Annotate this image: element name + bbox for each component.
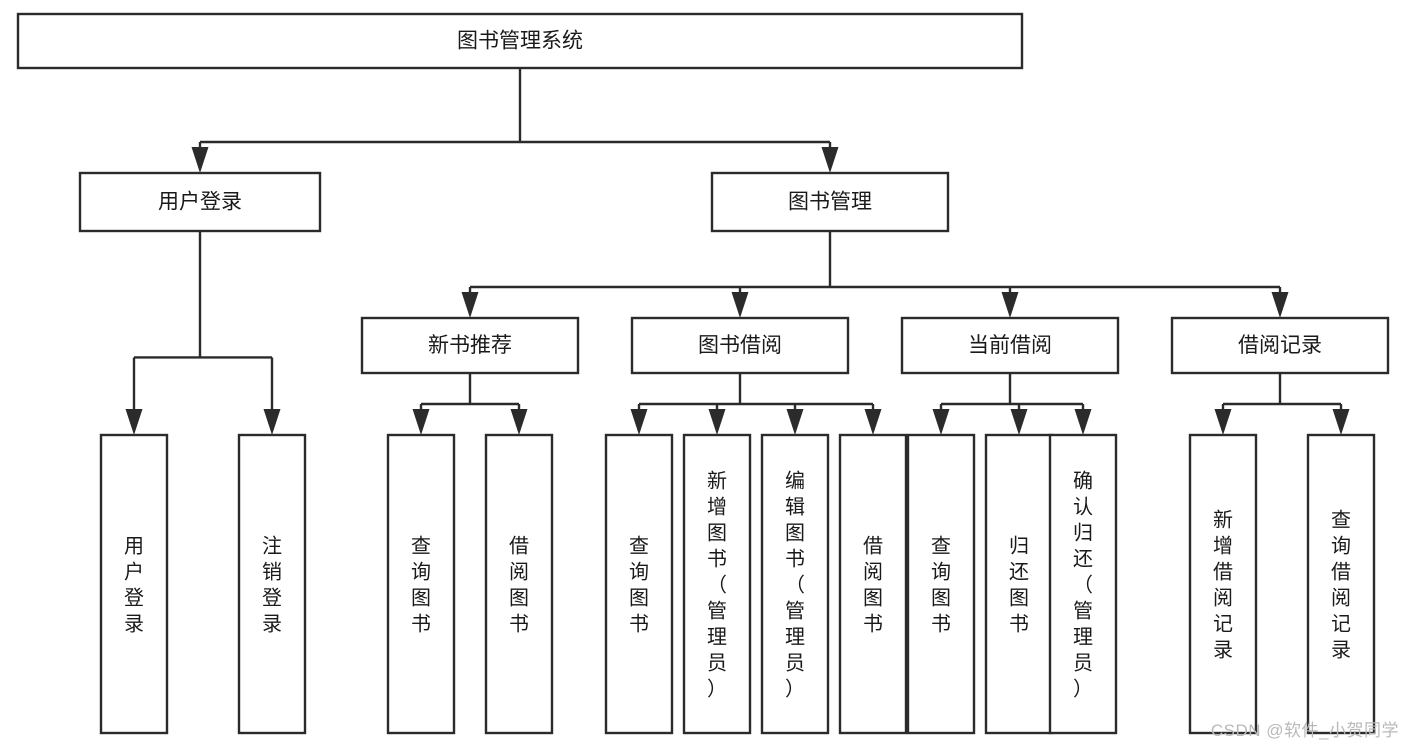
- node-label: 查询图书: [931, 534, 951, 635]
- connectors-layer: [125, 68, 1350, 435]
- arrow-head-icon: [1010, 409, 1028, 435]
- node-leaf-query-book-3[interactable]: 查询图书: [906, 433, 976, 735]
- node-leaf-return-book[interactable]: 归还图书: [984, 433, 1054, 735]
- node-leaf-edit-book[interactable]: 编辑图书（管理员）: [760, 433, 830, 735]
- node-label: 查询图书: [629, 534, 649, 635]
- arrow-head-icon: [1001, 292, 1019, 318]
- nodes-layer: 图书管理系统用户登录图书管理新书推荐图书借阅当前借阅借阅记录用户登录注销登录查询…: [16, 12, 1390, 735]
- node-leaf-logout[interactable]: 注销登录: [237, 433, 307, 735]
- node-label: 查询借阅记录: [1331, 508, 1351, 661]
- node-book-borrow[interactable]: 图书借阅: [630, 316, 850, 375]
- watermark-text: CSDN @软件_小贺同学: [1210, 721, 1399, 740]
- node-label: 借阅图书: [509, 534, 529, 635]
- node-label: 新增图书（管理员）: [707, 469, 727, 700]
- arrow-head-icon: [786, 409, 804, 435]
- node-label: 查询图书: [411, 534, 431, 635]
- node-leaf-query-book-1[interactable]: 查询图书: [386, 433, 456, 735]
- arrow-head-icon: [510, 409, 528, 435]
- node-label: 借阅图书: [863, 534, 883, 635]
- node-current-borrow[interactable]: 当前借阅: [900, 316, 1120, 375]
- node-label: 用户登录: [158, 191, 242, 214]
- node-book-management[interactable]: 图书管理: [710, 171, 950, 233]
- arrow-head-icon: [864, 409, 882, 435]
- node-leaf-confirm-return[interactable]: 确认归还（管理员）: [1048, 433, 1118, 735]
- arrow-head-icon: [412, 409, 430, 435]
- arrow-head-icon: [1271, 292, 1289, 318]
- node-label: 编辑图书（管理员）: [785, 469, 805, 700]
- arrow-head-icon: [821, 147, 839, 173]
- arrow-head-icon: [461, 292, 479, 318]
- arrow-head-icon: [708, 409, 726, 435]
- node-user-login[interactable]: 用户登录: [78, 171, 322, 233]
- node-leaf-borrow-book-1[interactable]: 借阅图书: [484, 433, 554, 735]
- node-label: 注销登录: [262, 534, 282, 635]
- node-borrow-record[interactable]: 借阅记录: [1170, 316, 1390, 375]
- node-root-book-management-system[interactable]: 图书管理系统: [16, 12, 1024, 70]
- arrow-head-icon: [263, 409, 281, 435]
- node-leaf-add-record[interactable]: 新增借阅记录: [1188, 433, 1258, 735]
- node-label: 图书管理系统: [457, 30, 583, 53]
- arrow-head-icon: [731, 292, 749, 318]
- node-label: 借阅记录: [1238, 334, 1322, 357]
- arrow-head-icon: [1332, 409, 1350, 435]
- node-leaf-add-book[interactable]: 新增图书（管理员）: [682, 433, 752, 735]
- node-label: 图书借阅: [698, 334, 782, 357]
- node-label: 图书管理: [788, 191, 872, 214]
- node-label: 用户登录: [124, 535, 144, 635]
- arrow-head-icon: [1074, 409, 1092, 435]
- node-leaf-borrow-book-2[interactable]: 借阅图书: [838, 433, 908, 735]
- node-label: 当前借阅: [968, 334, 1052, 357]
- node-new-book-recommendation[interactable]: 新书推荐: [360, 316, 580, 375]
- node-leaf-query-book-2[interactable]: 查询图书: [604, 433, 674, 735]
- node-label: 确认归还（管理员）: [1073, 469, 1093, 700]
- node-label: 新书推荐: [428, 334, 512, 357]
- arrow-head-icon: [191, 147, 209, 173]
- arrow-head-icon: [1214, 409, 1232, 435]
- node-leaf-user-login[interactable]: 用户登录: [99, 433, 169, 735]
- arrow-head-icon: [125, 409, 143, 435]
- arrow-head-icon: [630, 409, 648, 435]
- node-leaf-query-record[interactable]: 查询借阅记录: [1306, 433, 1376, 735]
- node-label: 新增借阅记录: [1213, 508, 1233, 661]
- arrow-head-icon: [932, 409, 950, 435]
- node-label: 归还图书: [1009, 534, 1029, 635]
